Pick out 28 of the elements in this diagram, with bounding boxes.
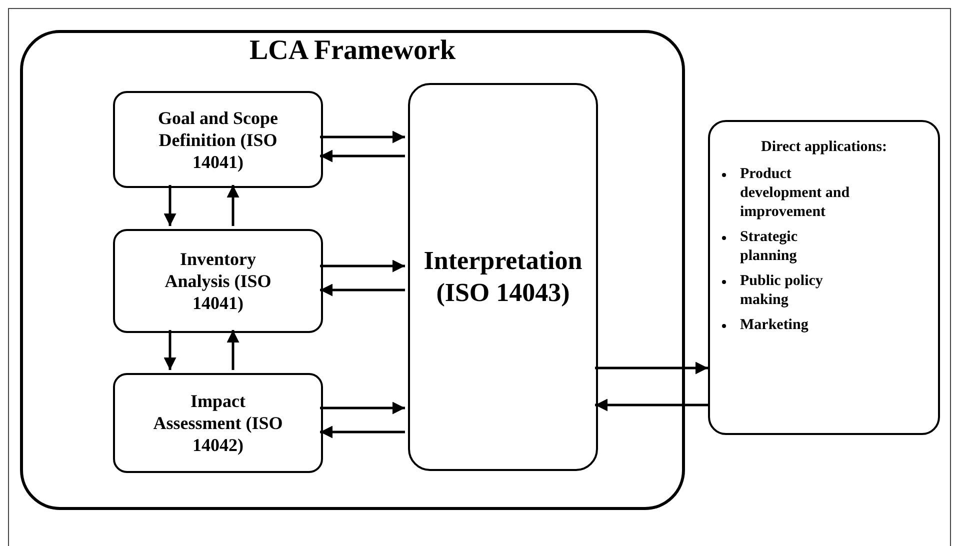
arrow: [320, 284, 405, 296]
process-box: [113, 373, 323, 473]
box-label: Inventory Analysis (ISO 14041): [164, 248, 272, 314]
arrow: [226, 330, 240, 370]
arrow: [164, 330, 176, 370]
heading-text: Direct applications:: [760, 138, 888, 157]
applications-box: [708, 120, 940, 435]
arrow: [164, 185, 176, 226]
list-item-text: Product development and improvement: [740, 165, 850, 222]
arrow: [320, 402, 405, 414]
list-item-text: Marketing: [740, 316, 810, 335]
arrow: [595, 398, 708, 412]
arrow: [320, 150, 405, 162]
arrow: [226, 185, 240, 226]
box-label: Impact Assessment (ISO 14042): [152, 390, 284, 456]
process-box: [408, 83, 598, 471]
process-box: [113, 91, 323, 188]
arrow: [595, 362, 708, 374]
arrow: [320, 260, 405, 272]
process-box: [113, 229, 323, 333]
frame-title: LCA Framework: [249, 35, 456, 67]
list-item-text: Strategic planning: [740, 228, 798, 266]
list-item-text: Public policy making: [740, 272, 824, 310]
box-label: Interpretation (ISO 14043): [422, 245, 584, 309]
arrow: [320, 130, 405, 144]
framework-box: [20, 30, 685, 510]
box-label: Goal and Scope Definition (ISO 14041): [156, 106, 280, 172]
arrow: [320, 426, 405, 438]
